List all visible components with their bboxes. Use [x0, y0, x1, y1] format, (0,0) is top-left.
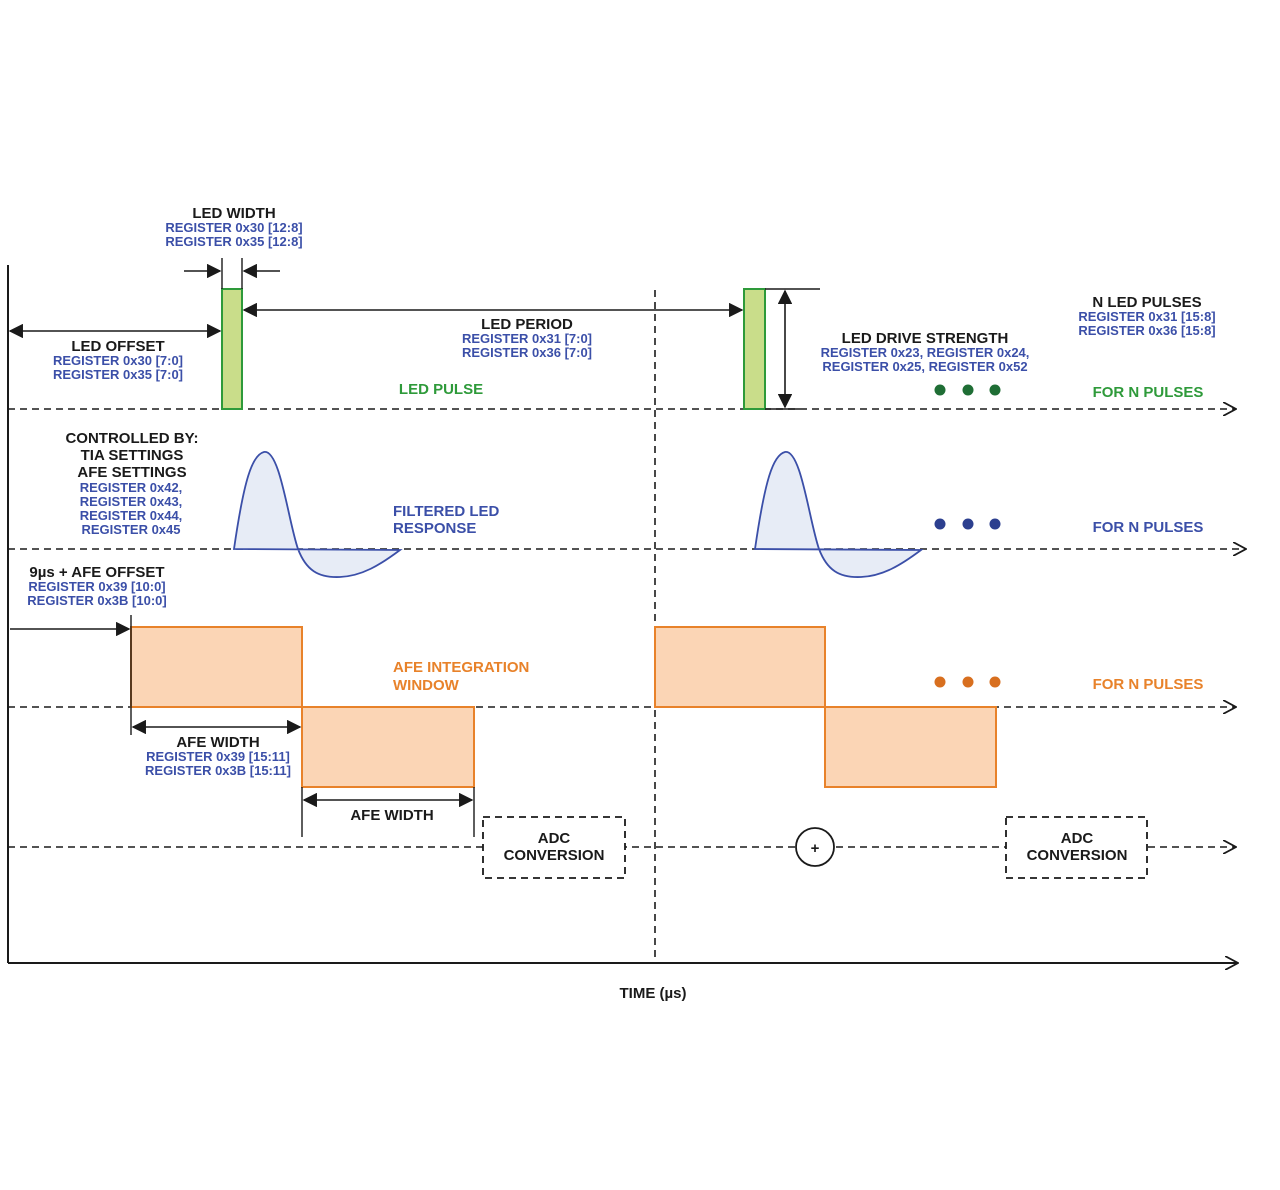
dot-orange — [962, 676, 974, 688]
for-n-pulses-led: FOR N PULSES — [1093, 384, 1204, 401]
led-pulse-label: LED PULSE — [399, 381, 483, 398]
register-label: REGISTER 0x31 [7:0] — [462, 331, 592, 346]
afe-integration-label: AFE INTEGRATION — [393, 659, 529, 676]
dot-green — [989, 384, 1001, 396]
afe-window-negative — [824, 706, 997, 788]
for-n-pulses-response: FOR N PULSES — [1093, 519, 1204, 536]
afe-window-negative — [301, 706, 475, 788]
led-period-label: LED PERIOD — [481, 316, 573, 333]
adc-label: ADC — [538, 830, 571, 847]
register-label: REGISTER 0x31 [15:8] — [1078, 309, 1215, 324]
register-label: REGISTER 0x25, REGISTER 0x52 — [822, 359, 1027, 374]
afe-offset-label: 9µs + AFE OFFSET — [29, 564, 164, 581]
afe-window-positive — [654, 626, 826, 708]
adc-label: CONVERSION — [1027, 847, 1128, 864]
afe-width-label: AFE WIDTH — [176, 734, 259, 751]
register-label: REGISTER 0x36 [7:0] — [462, 345, 592, 360]
dot-orange — [934, 676, 946, 688]
summing-node — [795, 827, 835, 867]
dot-green — [934, 384, 946, 396]
register-label: REGISTER 0x30 [7:0] — [53, 353, 183, 368]
adc-conversion-box — [1005, 816, 1148, 879]
plus-symbol: + — [811, 840, 820, 857]
filtered-response-label: FILTERED LED — [393, 503, 500, 520]
register-label: REGISTER 0x35 [7:0] — [53, 367, 183, 382]
dot-blue — [989, 518, 1001, 530]
register-label: REGISTER 0x23, REGISTER 0x24, — [821, 345, 1030, 360]
adc-conversion-box — [482, 816, 626, 879]
afe-integration-label: WINDOW — [393, 677, 460, 694]
filtered-response-curve — [232, 451, 403, 578]
register-label: REGISTER 0x39 [15:11] — [146, 749, 290, 764]
dot-green — [962, 384, 974, 396]
dot-orange — [989, 676, 1001, 688]
for-n-pulses-afe: FOR N PULSES — [1093, 676, 1204, 693]
register-label: REGISTER 0x30 [12:8] — [165, 220, 302, 235]
register-label: REGISTER 0x36 [15:8] — [1078, 323, 1215, 338]
afe-window-positive — [130, 626, 303, 708]
n-led-pulses-label: N LED PULSES — [1092, 294, 1201, 311]
controlled-by-label: CONTROLLED BY: — [65, 430, 198, 447]
led-drive-label: LED DRIVE STRENGTH — [842, 330, 1009, 347]
led-pulse-bar — [221, 288, 243, 410]
afe-settings-label: AFE SETTINGS — [77, 464, 186, 481]
dot-blue — [934, 518, 946, 530]
tia-settings-label: TIA SETTINGS — [81, 447, 184, 464]
register-label: REGISTER 0x39 [10:0] — [28, 579, 165, 594]
led-offset-label: LED OFFSET — [71, 338, 164, 355]
continuation-dots — [934, 384, 1001, 688]
filtered-response-label: RESPONSE — [393, 520, 476, 537]
register-label: REGISTER 0x45 — [82, 522, 181, 537]
afe-width-label: AFE WIDTH — [350, 807, 433, 824]
time-axis-label: TIME (µs) — [620, 985, 687, 1002]
register-label: REGISTER 0x43, — [80, 494, 183, 509]
dot-blue — [962, 518, 974, 530]
adc-label: ADC — [1061, 830, 1094, 847]
led-width-label: LED WIDTH — [192, 205, 275, 222]
register-label: REGISTER 0x42, — [80, 480, 183, 495]
register-label: REGISTER 0x44, — [80, 508, 183, 523]
adc-label: CONVERSION — [504, 847, 605, 864]
register-label: REGISTER 0x35 [12:8] — [165, 234, 302, 249]
register-label: REGISTER 0x3B [15:11] — [145, 763, 291, 778]
register-label: REGISTER 0x3B [10:0] — [27, 593, 166, 608]
filtered-response-curve — [753, 451, 924, 578]
led-pulse-bar — [743, 288, 766, 410]
